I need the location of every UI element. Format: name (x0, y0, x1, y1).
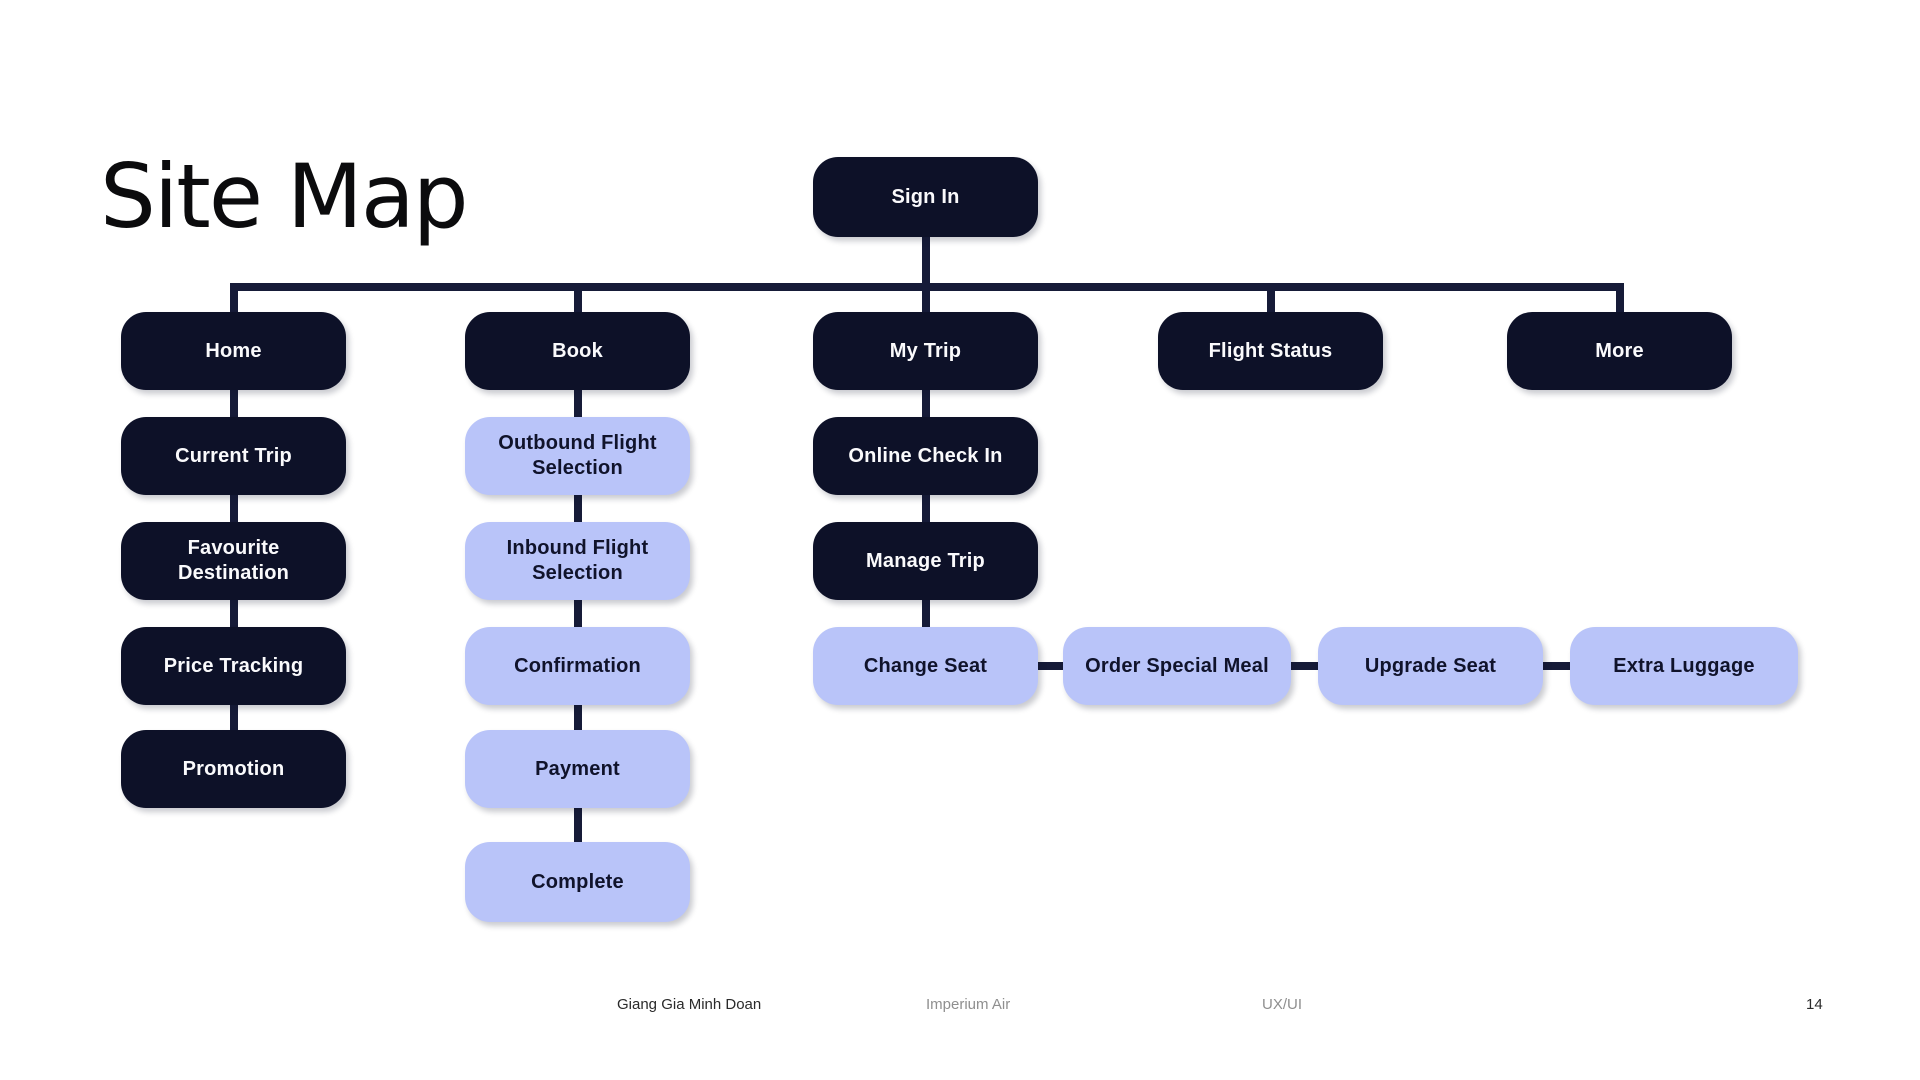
node-promotion: Promotion (121, 730, 346, 808)
node-label: Home (205, 339, 262, 362)
connector-child-drop (1615, 291, 1624, 314)
connector-vertical (921, 388, 930, 419)
node-label: Online Check In (848, 444, 1003, 467)
connector-child-drop (921, 291, 930, 314)
connector-trunk (229, 283, 1624, 291)
node-label: My Trip (889, 339, 962, 362)
node-price-tracking: Price Tracking (121, 627, 346, 705)
connector-vertical (921, 598, 930, 629)
connector-vertical (573, 703, 582, 732)
connector-child-drop (573, 291, 582, 314)
connector-vertical (229, 493, 238, 524)
footer-page-number: 14 (1806, 996, 1823, 1013)
node-order-special-meal: Order Special Meal (1063, 627, 1291, 705)
node-extra-luggage: Extra Luggage (1570, 627, 1798, 705)
node-label: Price Tracking (163, 654, 304, 677)
node-label: Manage Trip (866, 549, 985, 572)
page-title: Site Map (100, 144, 469, 248)
node-current-trip: Current Trip (121, 417, 346, 495)
node-upgrade-seat: Upgrade Seat (1318, 627, 1543, 705)
node-confirmation: Confirmation (465, 627, 690, 705)
footer-category: UX/UI (1262, 996, 1303, 1013)
connector-vertical (573, 493, 582, 524)
node-book: Book (465, 312, 690, 390)
node-label: Change Seat (863, 654, 988, 677)
connector-vertical (573, 598, 582, 629)
node-outbound-flight-selection: Outbound Flight Selection (465, 417, 690, 495)
connector-child-drop (1266, 291, 1275, 314)
connector-vertical (921, 493, 930, 524)
node-label: Book (552, 339, 603, 362)
node-payment: Payment (465, 730, 690, 808)
connector-parent-drop (921, 237, 930, 291)
footer-author: Giang Gia Minh Doan (617, 996, 762, 1013)
connector-child-drop (229, 291, 238, 314)
connector-horizontal (1036, 662, 1065, 670)
node-change-seat: Change Seat (813, 627, 1038, 705)
connector-vertical (573, 388, 582, 419)
node-label: Flight Status (1208, 339, 1333, 362)
node-manage-trip: Manage Trip (813, 522, 1038, 600)
node-label: Current Trip (175, 444, 292, 467)
node-label: Upgrade Seat (1364, 654, 1497, 677)
node-more: More (1507, 312, 1732, 390)
node-flight-status: Flight Status (1158, 312, 1383, 390)
connector-vertical (229, 598, 238, 629)
node-label: Favourite Destination (177, 537, 290, 584)
node-label: Confirmation (514, 654, 641, 677)
node-home: Home (121, 312, 346, 390)
node-label: Promotion (182, 757, 285, 780)
node-my-trip: My Trip (813, 312, 1038, 390)
node-complete: Complete (465, 842, 690, 922)
connector-vertical (229, 388, 238, 419)
node-online-check-in: Online Check In (813, 417, 1038, 495)
connector-horizontal (1289, 662, 1320, 670)
node-label: Outbound Flight Selection (498, 432, 657, 479)
connector-vertical (573, 806, 582, 844)
node-label: Sign In (891, 185, 960, 208)
node-sign-in: Sign In (813, 157, 1038, 237)
node-favourite-destination: Favourite Destination (121, 522, 346, 600)
connector-vertical (229, 703, 238, 732)
node-label: Extra Luggage (1613, 654, 1755, 677)
node-label: More (1595, 339, 1644, 362)
node-label: Inbound Flight Selection (506, 537, 649, 584)
node-label: Complete (531, 870, 624, 893)
connector-horizontal (1541, 662, 1572, 670)
node-label: Order Special Meal (1085, 654, 1269, 677)
node-inbound-flight-selection: Inbound Flight Selection (465, 522, 690, 600)
footer-project-name: Imperium Air (926, 996, 1011, 1013)
node-label: Payment (535, 757, 620, 780)
